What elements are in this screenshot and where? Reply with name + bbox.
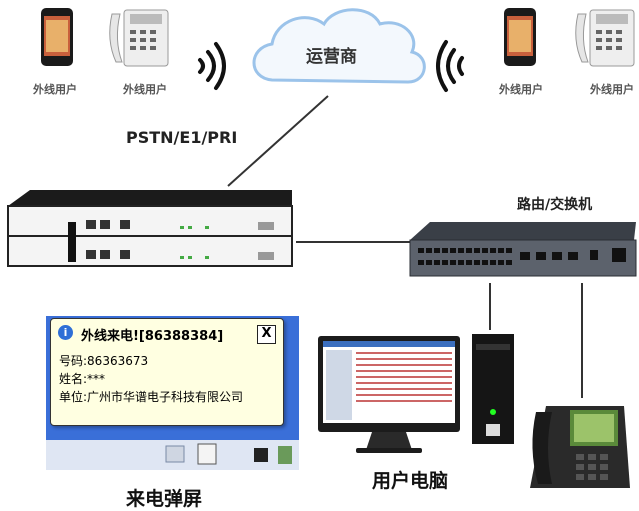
desk-phone-icon-2 — [575, 9, 635, 67]
pstn-label: PSTN/E1/PRI — [126, 128, 238, 147]
external-user-label-3: 外线用户 — [499, 83, 543, 96]
carrier-cloud — [252, 8, 426, 84]
ip-phone-icon — [530, 406, 630, 488]
pstn-line — [227, 95, 329, 187]
desk-phone-icon-1 — [109, 9, 169, 67]
external-user-label-1: 外线用户 — [33, 83, 77, 96]
wireless-signal-icon-left — [198, 42, 226, 90]
popup-title: 外线来电![86388384] — [81, 329, 224, 344]
mobile-phone-icon-2 — [504, 8, 536, 66]
computer-monitor — [318, 336, 460, 453]
wireless-signal-icon-right — [436, 40, 464, 92]
mobile-phone-icon-1 — [41, 8, 73, 66]
close-icon[interactable]: X — [257, 325, 276, 344]
info-icon: i — [58, 325, 73, 340]
computer-tower — [472, 334, 514, 444]
popup-number: 号码:86363673 — [59, 354, 149, 368]
incoming-call-popup: i 外线来电![86388384] X 号码:86363673 姓名:*** 单… — [50, 318, 284, 426]
router-switch-label: 路由/交换机 — [517, 197, 593, 213]
popup-unit: 单位:广州市华谱电子科技有限公司 — [59, 390, 244, 404]
carrier-label: 运营商 — [306, 47, 357, 67]
external-user-label-2: 外线用户 — [123, 83, 167, 96]
network-switch — [409, 222, 637, 277]
popup-name: 姓名:*** — [59, 372, 106, 386]
incoming-popup-label: 来电弹屏 — [126, 488, 203, 510]
pbx-device — [7, 190, 293, 267]
user-pc-label: 用户电脑 — [372, 470, 449, 492]
external-user-label-4: 外线用户 — [590, 83, 634, 96]
